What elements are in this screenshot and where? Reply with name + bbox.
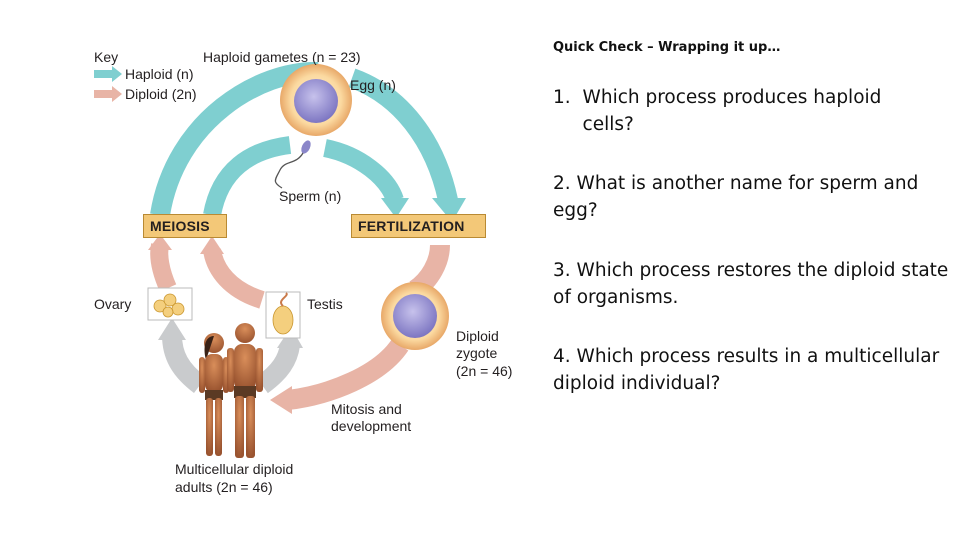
question-number: 4. <box>553 346 571 367</box>
ovary-label: Ovary <box>94 296 132 312</box>
sperm-head <box>301 140 311 154</box>
haploid-arrow-inner <box>203 136 292 217</box>
life-cycle-graphic <box>94 61 466 458</box>
gray-arrowhead-ovary <box>158 318 186 340</box>
quick-check-panel: Quick Check – Wrapping it up… 1. Which p… <box>553 40 953 394</box>
diploid-arrow-bottom <box>286 338 409 410</box>
mitosis-label-line1: Mitosis and <box>331 401 402 417</box>
sperm-label: Sperm (n) <box>279 188 342 204</box>
diploid-arrow-left-outer <box>150 243 177 292</box>
adults-label-line2: adults (2n = 46) <box>175 479 273 495</box>
haploid-arrow-inner-right <box>322 139 404 204</box>
haploid-arrowhead-inner <box>381 198 409 218</box>
haploid-arrowhead-outer <box>432 198 466 222</box>
gray-arrow-testis <box>255 343 300 394</box>
question-number: 2. <box>553 173 571 194</box>
gray-arrow-ovary <box>162 334 207 393</box>
legend-diploid-arrow <box>94 86 122 102</box>
question-3: 3. Which process restores the diploid st… <box>553 257 953 311</box>
fertilization-box: FERTILIZATION <box>351 214 486 238</box>
question-1: 1. Which process produces haploid cells? <box>553 84 953 138</box>
haploid-arrow-outer-right <box>348 68 458 203</box>
question-number: 1. <box>553 87 571 108</box>
mitosis-label-line2: development <box>331 418 412 434</box>
legend-haploid-arrow <box>94 66 122 82</box>
diploid-arrowhead-left-outer <box>148 234 172 250</box>
key-diploid-label: Diploid (2n) <box>125 86 197 102</box>
zygote-label-line2: zygote <box>456 345 498 361</box>
zygote-nucleus <box>393 294 437 338</box>
question-text: What is another name for sperm and egg? <box>553 173 919 221</box>
diploid-arrowhead-left-inner <box>200 236 224 254</box>
sperm-tail <box>274 152 304 189</box>
gametes-label: Haploid gametes (n = 23) <box>203 49 361 65</box>
diploid-arrow-left-inner <box>203 248 266 309</box>
testis-label: Testis <box>307 296 343 312</box>
key-label: Key <box>94 49 119 65</box>
zygote-label-line3: (2n = 46) <box>456 363 513 379</box>
egg-nucleus <box>294 79 338 123</box>
question-text: Which process restores the diploid state… <box>553 260 949 308</box>
diploid-arrowhead-bottom <box>270 386 292 414</box>
adult-female-figure <box>199 333 229 456</box>
question-2: 2. What is another name for sperm and eg… <box>553 170 953 224</box>
question-number: 3. <box>553 260 571 281</box>
question-4: 4. Which process results in a multicellu… <box>553 343 953 397</box>
question-text: Which process results in a multicellular… <box>553 346 940 394</box>
zygote-label-line1: Diploid <box>456 328 499 344</box>
life-cycle-diagram: Key Haploid (n) Diploid (2n) Haploid gam… <box>94 49 513 495</box>
meiosis-box: MEIOSIS <box>143 214 227 238</box>
egg-label: Egg (n) <box>350 77 396 93</box>
quick-check-title: Quick Check – Wrapping it up… <box>553 40 781 55</box>
question-text: Which process produces haploid cells? <box>582 87 882 135</box>
adult-male-figure <box>227 323 263 458</box>
adults-label-line1: Multicellular diploid <box>175 461 294 477</box>
key-haploid-label: Haploid (n) <box>125 66 194 82</box>
